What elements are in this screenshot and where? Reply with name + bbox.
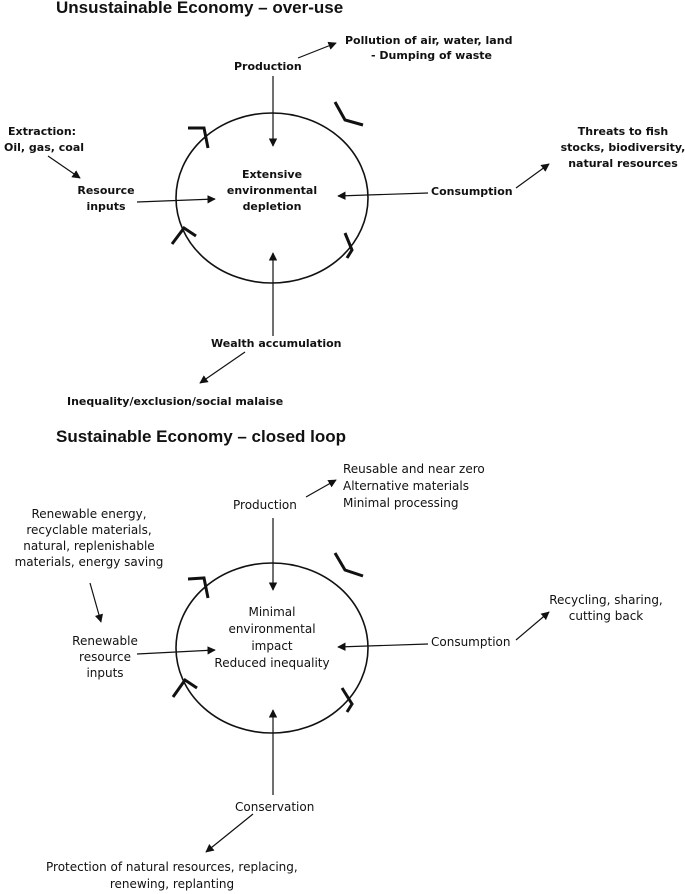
top-wealth-label: Wealth accumulation — [211, 337, 342, 350]
top-arrow-inequality — [199, 351, 246, 384]
top-center-2: environmental — [226, 184, 318, 197]
bottom-note-2: Alternative materials — [343, 479, 469, 493]
bottom-cycle-chevron — [340, 687, 354, 713]
bottom-protection-2: renewing, replanting — [109, 877, 235, 891]
top-arrow-inputs — [136, 195, 216, 204]
bottom-note-1: Reusable and near zero — [343, 462, 485, 476]
bottom-recycling-2: cutting back — [568, 609, 644, 623]
bottom-cycle — [171, 552, 369, 734]
top-arrow-extraction — [47, 155, 81, 179]
bottom-energy-3: natural, replenishable — [23, 539, 155, 553]
bottom-note-3: Minimal processing — [343, 496, 459, 510]
bottom-arrow-inputs — [136, 646, 216, 655]
top-consumption-label: Consumption — [431, 185, 513, 198]
top-extraction-label: Extraction: — [8, 125, 77, 138]
top-arrow-consumption — [337, 191, 429, 200]
top-inequality-label: Inequality/exclusion/social malaise — [67, 395, 284, 408]
top-arrow-threats — [515, 163, 550, 189]
bottom-energy-1: Renewable energy, — [31, 507, 147, 521]
bottom-center-3: impact — [251, 639, 293, 653]
top-pollution-note: Pollution of air, water, land — [345, 34, 513, 47]
bottom-arrow-production-note — [305, 479, 337, 498]
bottom-arrow-recycling — [515, 611, 550, 641]
bottom-recycling-1: Recycling, sharing, — [549, 593, 663, 607]
top-threats-2: stocks, biodiversity, — [560, 141, 685, 154]
top-center-3: depletion — [242, 200, 302, 213]
top-inputs-label-2: inputs — [86, 200, 126, 213]
bottom-title: Sustainable Economy – closed loop — [56, 427, 347, 446]
bottom-center-1: Minimal — [248, 605, 296, 619]
bottom-arrows — [89, 479, 550, 853]
bottom-arrow-protection — [205, 813, 254, 853]
top-cycle-chevron — [333, 101, 364, 127]
bottom-arrow-consumption — [337, 642, 429, 651]
bottom-center-2: environmental — [228, 622, 316, 636]
top-inputs-label-1: Resource — [77, 184, 135, 197]
top-cycle-circle — [175, 112, 369, 284]
bottom-energy-2: recyclable materials, — [26, 523, 152, 537]
top-center-1: Extensive — [241, 168, 303, 181]
top-threats-3: natural resources — [568, 157, 678, 170]
top-cycle — [170, 101, 369, 284]
bottom-production-label: Production — [233, 498, 297, 512]
top-cycle-chevron — [188, 126, 210, 149]
top-title: Unsustainable Economy – over-use — [56, 0, 344, 17]
bottom-arrow-energy — [89, 582, 103, 623]
bottom-inputs-1: Renewable — [72, 634, 138, 648]
top-production-label: Production — [234, 60, 302, 73]
top-dumping-note: - Dumping of waste — [371, 49, 493, 62]
bottom-conservation-label: Conservation — [235, 800, 315, 814]
bottom-cycle-chevron — [171, 677, 198, 698]
top-cycle-chevron — [343, 232, 354, 259]
bottom-center-4: Reduced inequality — [214, 656, 330, 670]
top-threats-1: Threats to fish — [577, 125, 669, 138]
top-cycle-chevron — [170, 225, 197, 245]
top-arrows — [47, 41, 550, 384]
bottom-energy-4: materials, energy saving — [14, 555, 164, 569]
bottom-protection-1: Protection of natural resources, replaci… — [46, 860, 298, 874]
bottom-cycle-circle — [175, 562, 369, 734]
bottom-inputs-3: inputs — [86, 666, 124, 680]
bottom-inputs-2: resource — [79, 650, 131, 664]
top-arrow-pollution — [297, 41, 337, 59]
top-extraction-value: Oil, gas, coal — [4, 141, 85, 154]
bottom-cycle-chevron — [333, 552, 364, 578]
bottom-consumption-label: Consumption — [431, 635, 511, 649]
bottom-cycle-chevron — [187, 576, 210, 599]
